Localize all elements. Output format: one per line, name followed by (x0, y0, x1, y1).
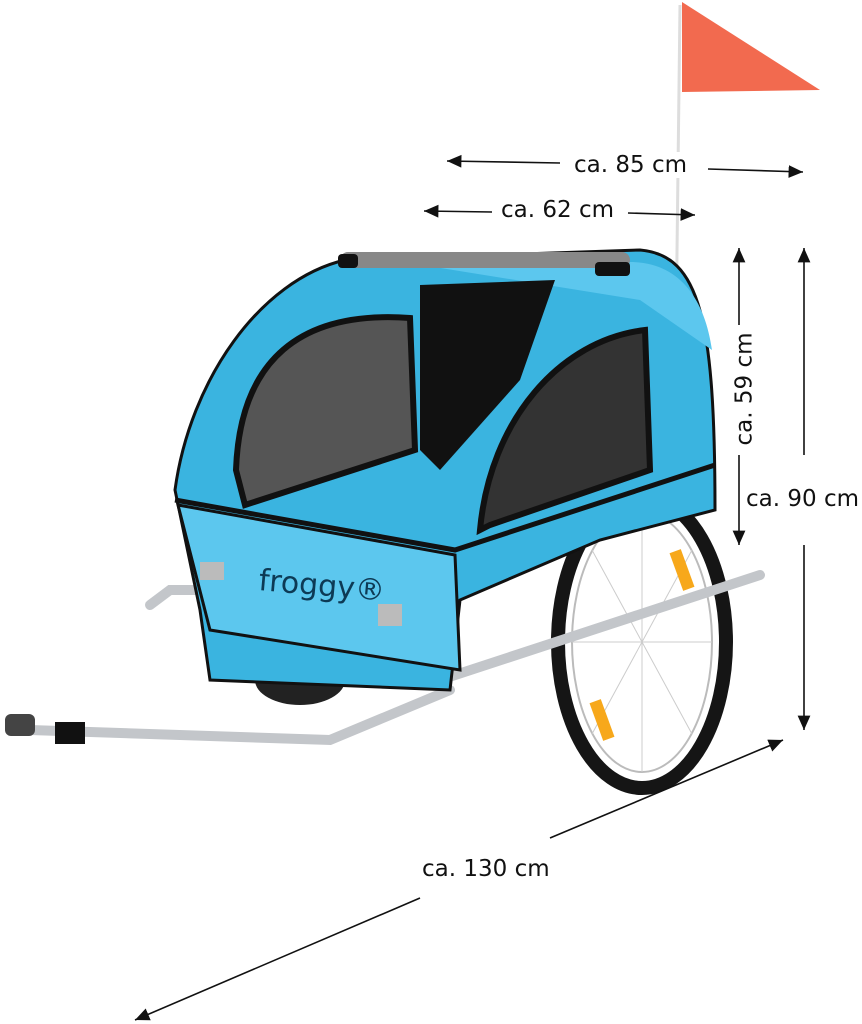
label-width-inner: ca. 62 cm (497, 197, 618, 223)
arrow-130-up (549, 739, 784, 839)
hitch (5, 714, 85, 744)
label-height-total: ca. 90 cm (742, 486, 862, 512)
safety-flag (674, 2, 820, 336)
label-width-outer: ca. 85 cm (570, 152, 691, 178)
label-height-inner: ca. 59 cm (731, 328, 758, 450)
arrow-62-right (627, 208, 696, 221)
label-length-total: ca. 130 cm (418, 856, 554, 882)
arrow-130-down (134, 897, 421, 1021)
arrow-85-right (707, 165, 804, 178)
arrow-62-left (423, 204, 493, 218)
arrow-85-left (446, 154, 561, 168)
trailer-body: froggy® (173, 248, 717, 692)
frame (25, 570, 765, 746)
